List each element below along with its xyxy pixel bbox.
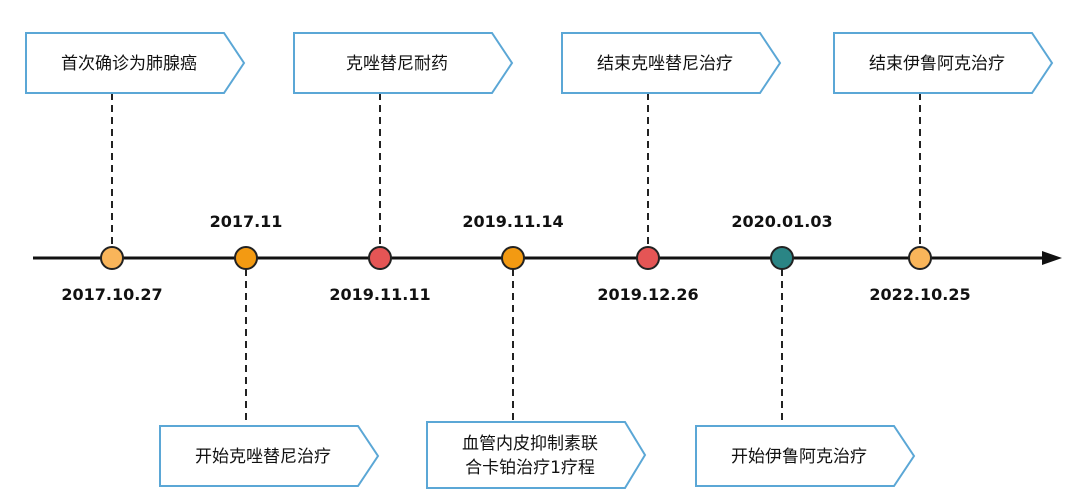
callout-shape — [159, 425, 380, 487]
event-marker — [100, 246, 124, 270]
callout-label: 血管内皮抑制素联 — [462, 434, 598, 454]
callout-shape — [561, 32, 782, 94]
callout-label: 结束克唑替尼治疗 — [597, 54, 733, 74]
callout-label: 首次确诊为肺腺癌 — [61, 54, 197, 74]
event-date: 2020.01.03 — [731, 212, 832, 231]
callout-label: 开始克唑替尼治疗 — [195, 447, 331, 467]
event-callout: 开始克唑替尼治疗 — [159, 425, 380, 487]
callout-shape — [25, 32, 246, 94]
callout-shape — [426, 421, 647, 489]
callout-label: 结束伊鲁阿克治疗 — [869, 54, 1005, 74]
event-callout: 克唑替尼耐药 — [293, 32, 514, 94]
callout-label: 合卡铂治疗1疗程 — [465, 458, 595, 478]
event-date: 2022.10.25 — [869, 285, 970, 304]
event-callout: 结束伊鲁阿克治疗 — [833, 32, 1054, 94]
event-marker — [770, 246, 794, 270]
callout-shape — [695, 425, 916, 487]
callout-label: 克唑替尼耐药 — [346, 54, 448, 74]
event-markers — [100, 246, 932, 270]
timeline-axis-group — [33, 251, 1062, 265]
event-callout: 结束克唑替尼治疗 — [561, 32, 782, 94]
event-marker — [501, 246, 525, 270]
event-callout: 首次确诊为肺腺癌 — [25, 32, 246, 94]
event-dates: 2017.10.27 2017.11 2019.11.11 2019.11.14 201… — [61, 212, 970, 304]
connector-lines — [111, 93, 921, 426]
callout-shape — [293, 32, 514, 94]
event-date: 2017.11 — [210, 212, 283, 231]
event-date: 2019.11.11 — [329, 285, 430, 304]
event-marker — [636, 246, 660, 270]
event-marker — [234, 246, 258, 270]
event-callout: 开始伊鲁阿克治疗 — [695, 425, 916, 487]
event-date: 2017.10.27 — [61, 285, 162, 304]
event-date: 2019.11.14 — [462, 212, 563, 231]
event-marker — [908, 246, 932, 270]
callout-label: 开始伊鲁阿克治疗 — [731, 447, 867, 467]
axis-arrow-icon — [1042, 251, 1062, 265]
event-date: 2019.12.26 — [597, 285, 698, 304]
event-marker — [368, 246, 392, 270]
callout-shape — [833, 32, 1054, 94]
